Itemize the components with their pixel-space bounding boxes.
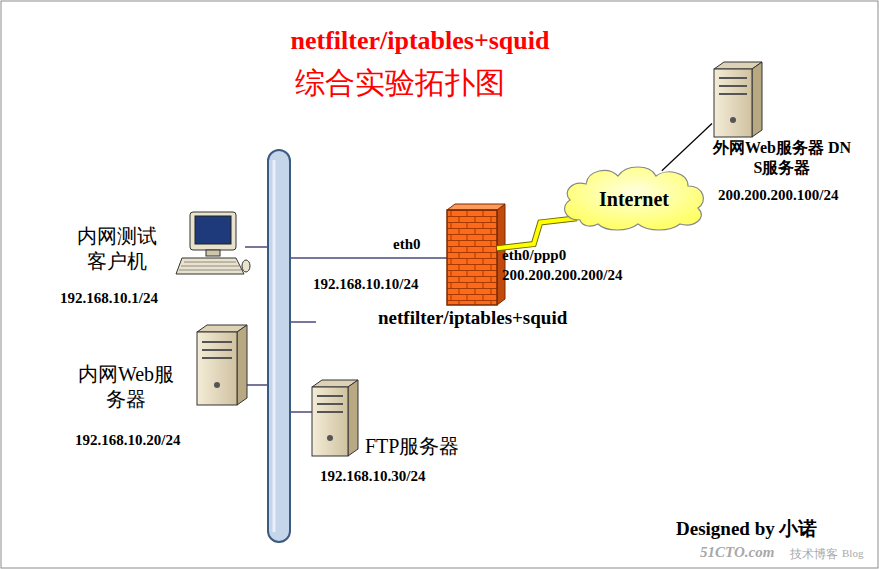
external-server: 外网Web服务器 DNS服务器200.200.200.100/24 [712, 60, 764, 138]
server-icon [312, 380, 358, 456]
credit: Designed by 小诺 [676, 516, 817, 542]
host-name: 内网Web服务器 [70, 362, 182, 412]
pc-icon [176, 212, 250, 274]
watermark: 51CTO.com [700, 544, 774, 561]
device-name: netfilter/iptables+squid [378, 306, 567, 330]
firewall-icon [447, 204, 505, 305]
ftp-server: FTP服务器192.168.10.30/24 [310, 378, 360, 458]
ip-address: 192.168.10.30/24 [320, 467, 425, 486]
ip-address: 200.200.200.100/24 [718, 186, 838, 205]
firewall: netfilter/iptables+squid [447, 210, 497, 305]
connector [497, 218, 577, 248]
ip-address: 192.168.10.1/24 [60, 289, 158, 308]
bus-highlight [273, 160, 276, 532]
ip-address: 192.168.10.10/24 [313, 276, 418, 293]
client-pc: 内网测试 客户机192.168.10.1/24 [178, 210, 248, 276]
diagram-title: netfilter/iptables+squid [291, 26, 550, 56]
host-name: 外网Web服务器 DNS服务器 [712, 138, 852, 178]
subtitle: 综合实验拓扑图 [295, 63, 505, 104]
server-icon [714, 62, 762, 137]
host-name: FTP服务器 [365, 434, 459, 459]
host-name: 内网测试 客户机 [75, 224, 159, 274]
internet-cloud: Internet [558, 162, 710, 232]
lan-bus [268, 150, 290, 542]
watermark: Blog [842, 547, 863, 559]
watermark: 技术博客 [790, 546, 838, 563]
cloud-label: Internet [599, 187, 669, 212]
interface-name: eth0 [393, 236, 421, 253]
connector [662, 124, 712, 171]
ip-address: 192.168.10.20/24 [75, 431, 180, 450]
interface-name: eth0/ppp0 [502, 247, 566, 264]
web-server: 内网Web服务器192.168.10.20/24 [195, 325, 249, 405]
ip-address: 200.200.200.200/24 [502, 267, 622, 284]
server-icon [197, 325, 247, 405]
